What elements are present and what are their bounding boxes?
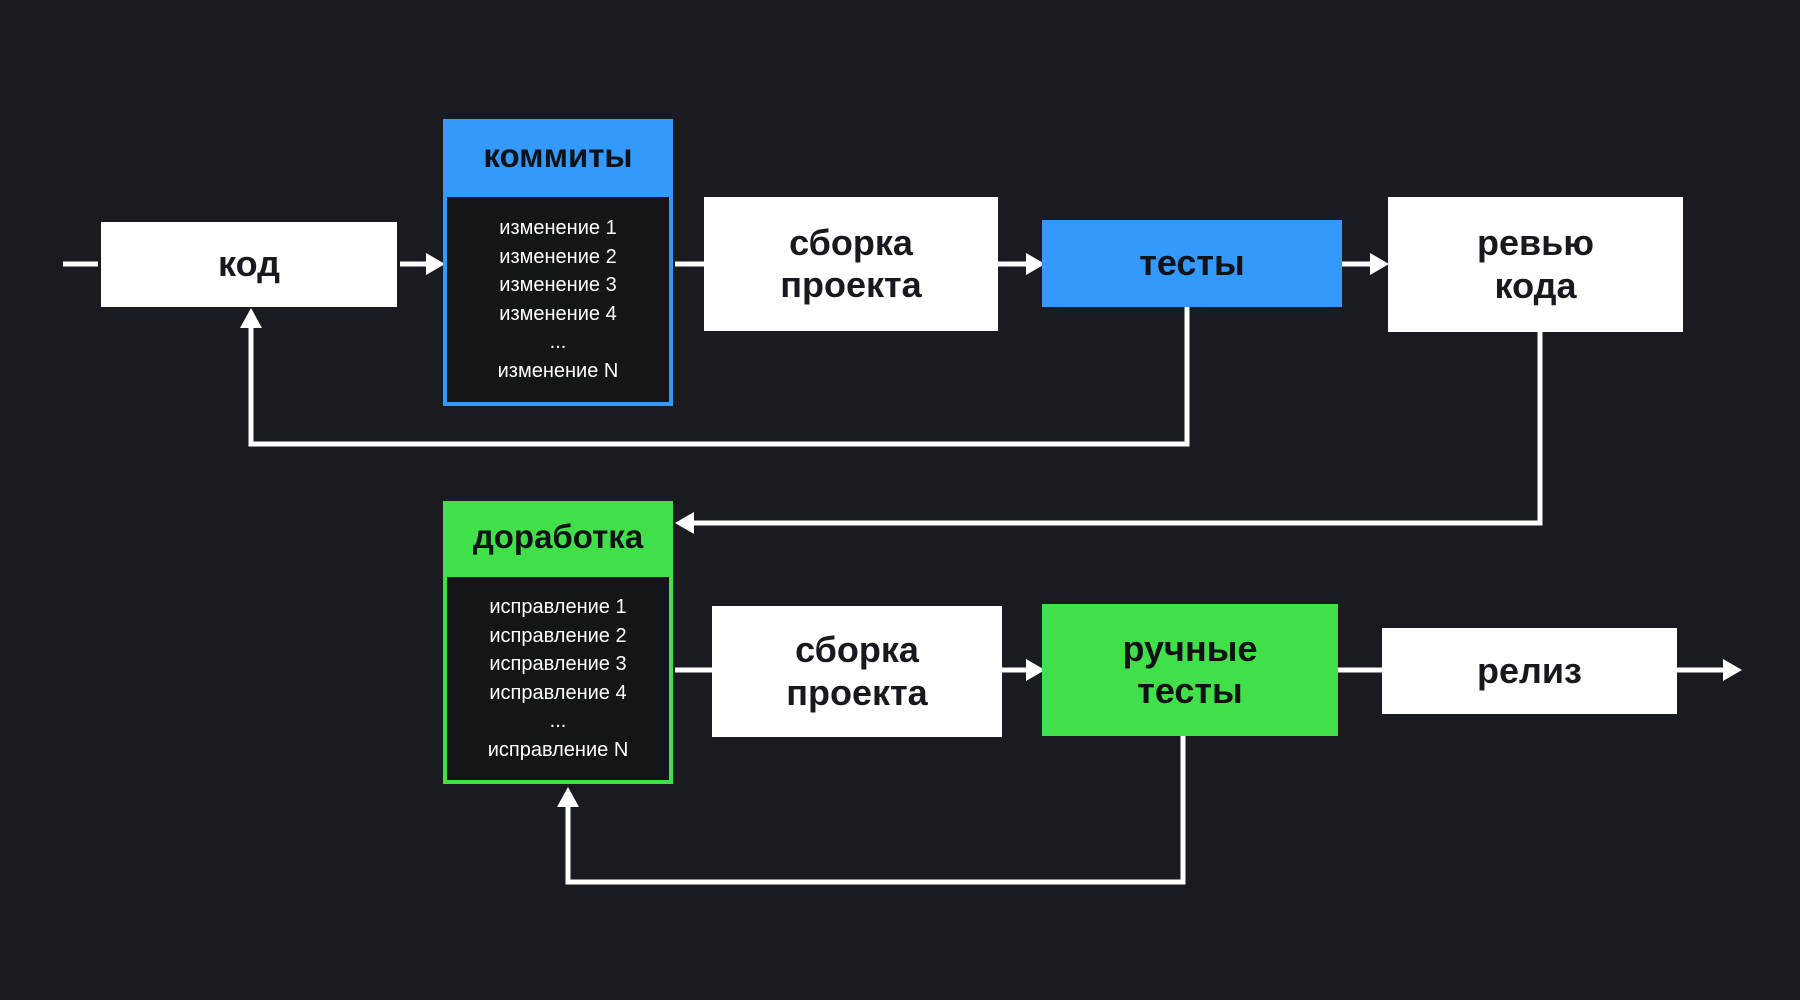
build-box-bottom: сборка проекта: [712, 606, 1002, 737]
rework-title: доработка: [472, 518, 644, 555]
code-review-label: ревью кода: [1476, 222, 1595, 306]
list-item: исправление 2: [489, 624, 627, 647]
build-box-top: сборка проекта: [704, 197, 998, 331]
rework-list: исправление 1 исправление 2 исправление …: [443, 573, 673, 784]
build-to-tests-arrow: [998, 253, 1045, 275]
list-item: изменение 3: [499, 274, 617, 296]
code-box: код: [101, 222, 397, 307]
code-to-commits-arrow: [400, 253, 445, 275]
list-item: исправление 3: [489, 653, 627, 675]
rework-header: доработка: [443, 501, 673, 573]
build-to-manual-tests-arrow: [1002, 659, 1045, 681]
list-item: изменение 4: [499, 302, 617, 325]
tests-to-review-arrow: [1342, 253, 1389, 275]
rework-box: доработка исправление 1 исправление 2 ис…: [443, 501, 673, 784]
list-item: изменение 2: [499, 245, 617, 268]
release-exit-arrow: [1677, 659, 1742, 681]
list-item: ...: [549, 710, 567, 732]
manual-tests-label: ручные тесты: [1122, 627, 1258, 711]
list-item: исправление 4: [489, 681, 627, 704]
code-review-box: ревью кода: [1388, 197, 1683, 332]
review-to-rework-arrow: [675, 332, 1543, 534]
build-label: сборка проекта: [786, 629, 928, 713]
build-label: сборка проекта: [780, 221, 922, 305]
list-item: ...: [549, 331, 567, 353]
commits-box: коммиты изменение 1 изменение 2 изменени…: [443, 119, 673, 406]
list-item: исправление N: [487, 738, 629, 761]
list-item: исправление 1: [489, 596, 627, 618]
tests-box: тесты: [1042, 220, 1342, 307]
commits-title: коммиты: [483, 137, 633, 174]
manual-tests-box: ручные тесты: [1042, 604, 1338, 736]
commits-header: коммиты: [443, 119, 673, 193]
release-label: релиз: [1477, 649, 1582, 691]
list-item: изменение N: [497, 359, 619, 382]
release-box: релиз: [1382, 628, 1677, 714]
manual-tests-to-rework-feedback-arrow: [557, 736, 1186, 885]
tests-to-code-feedback-arrow: [240, 307, 1190, 447]
commits-list: изменение 1 изменение 2 изменение 3 изме…: [443, 193, 673, 406]
tests-label: тесты: [1139, 242, 1245, 284]
list-item: изменение 1: [499, 217, 617, 239]
code-label: код: [218, 243, 280, 285]
